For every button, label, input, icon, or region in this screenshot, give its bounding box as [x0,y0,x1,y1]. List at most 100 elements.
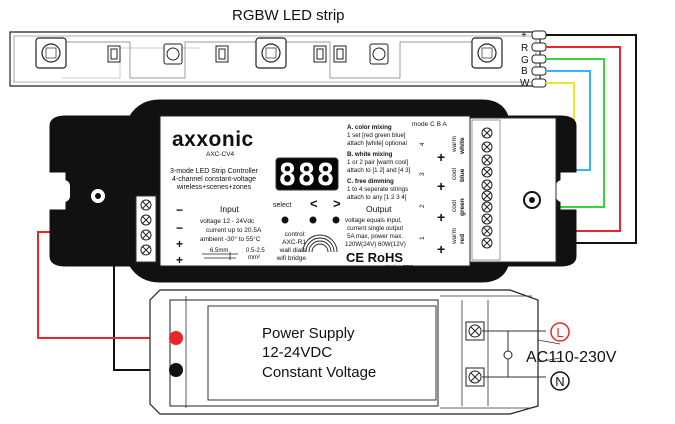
brand-logo: axxonic [172,128,254,151]
output-specs: voltage equals input, current single out… [345,217,406,248]
svg-text:−: − [176,203,183,217]
svg-text:green: green [459,198,466,216]
svg-text:current up to 20.5A: current up to 20.5A [206,227,262,234]
certification-marks: CE RoHS [346,250,403,265]
svg-text:red: red [459,234,466,244]
channel-labels: 4 warm white 3 cool blue 2 cool green 1 … [419,136,466,245]
svg-text:ambient -30° to 55°C: ambient -30° to 55°C [200,235,261,243]
strip-pin-labels: + R G B W [520,30,530,89]
svg-text:attach to any [1 2 3 4]: attach to any [1 2 3 4] [347,194,407,201]
select-label: select [273,202,291,209]
input-polarity: − − + + [176,203,183,267]
svg-text:cool: cool [451,200,458,212]
model-number: AXC-CV4 [206,151,235,158]
svg-text:4: 4 [419,142,426,146]
output-title: Output [366,204,392,214]
svg-text:warm: warm [451,228,458,245]
svg-text:B. white mixing: B. white mixing [347,151,393,158]
svg-text:3-mode LED Strip Controller: 3-mode LED Strip Controller [170,168,259,175]
svg-text:control:: control: [285,231,307,238]
neutral-label: N [555,374,564,389]
input-terminal-block [135,195,157,263]
neutral-badge: N [550,371,570,391]
svg-text:A. color mixing: A. color mixing [347,124,392,131]
svg-text:mm²: mm² [248,255,260,261]
svg-text:Constant Voltage: Constant Voltage [262,364,376,381]
svg-text:Power Supply: Power Supply [262,325,355,342]
svg-text:current single output: current single output [347,225,403,232]
svg-text:2: 2 [419,204,426,208]
left-button[interactable] [309,216,317,224]
svg-text:+: + [437,178,445,194]
controller-mount-holes [46,180,580,202]
svg-text:120W(24V) 60W(12V): 120W(24V) 60W(12V) [345,241,406,248]
controller-label-panel [89,115,541,267]
wire-size-info: 6.5mm 0.5-2.5 mm² [210,248,265,261]
svg-text:6.5mm: 6.5mm [210,248,228,254]
control-info: control: AXC-R1 wall dials wifi bridge [276,231,307,262]
ac-voltage-label: AC110-230V [526,349,617,366]
svg-text:+: + [437,241,445,257]
arrow-left-label: < [310,196,318,211]
svg-text:wifi bridge: wifi bridge [276,255,307,262]
svg-text:white: white [459,137,466,155]
arrow-right-label: > [333,196,341,211]
svg-text:4-channel constant-voltage: 4-channel constant-voltage [172,176,256,183]
strip-pin-g: G [521,55,529,66]
psu-minus-terminal [169,363,183,377]
strip-pin-plus: + [521,30,527,41]
svg-text:+: + [437,209,445,225]
svg-text:wireless+scenes+zones: wireless+scenes+zones [176,184,252,191]
svg-text:5A max, power max.: 5A max, power max. [347,233,403,240]
live-label: L [556,325,563,340]
psu-label: Power Supply 12-24VDC Constant Voltage [262,325,376,381]
mode-descriptions: A. color mixing 1 set [red green blue] a… [347,124,411,201]
svg-text:12-24VDC: 12-24VDC [262,344,332,361]
live-badge: L [550,322,570,342]
mode-header: mode C B A [412,121,447,128]
svg-text:+: + [176,237,183,251]
strip-pin-pads [531,30,547,88]
svg-text:wall dials: wall dials [279,247,307,254]
svg-text:C. free dimming: C. free dimming [347,178,394,185]
svg-text:1 or 2 pair [warm cool]: 1 or 2 pair [warm cool] [347,159,408,166]
psu-dc-terminals [169,331,183,377]
svg-text:1: 1 [419,236,426,240]
made-in-label: Made in PRC [386,264,414,269]
right-button[interactable] [332,216,340,224]
svg-text:attach to [1 2] and [4 3]: attach to [1 2] and [4 3] [347,167,411,174]
svg-text:+: + [437,149,445,165]
control-buttons[interactable] [281,216,340,224]
psu-plus-terminal [169,331,183,345]
led-chips [35,37,503,69]
svg-text:AXC-R1: AXC-R1 [282,239,306,246]
svg-text:+: + [176,253,183,267]
controller-description: 3-mode LED Strip Controller 4-channel co… [170,168,259,191]
svg-text:voltage 12 - 24Vdc: voltage 12 - 24Vdc [200,218,255,225]
seven-segment-display: 888 [275,157,339,193]
wire-size-icons [202,252,238,260]
svg-text:warm: warm [451,136,458,153]
svg-text:3: 3 [419,172,426,176]
svg-text:blue: blue [459,168,466,182]
svg-text:1 set [red green blue]: 1 set [red green blue] [347,132,406,139]
svg-text:1 to 4 seperate strings: 1 to 4 seperate strings [347,186,408,193]
strip-title: RGBW LED strip [232,7,345,24]
svg-text:attach [white] optional: attach [white] optional [347,140,407,147]
output-terminal-block [469,117,557,263]
strip-pin-w: W [520,78,530,89]
psu-ac-terminals [465,321,513,387]
strip-pin-b: B [521,66,528,77]
wifi-waves [302,234,338,253]
strip-resistors [107,43,389,65]
strip-pin-r: R [521,43,528,54]
svg-text:−: − [176,221,183,235]
ac-wires [482,330,546,378]
display-readout: 888 [278,158,335,193]
power-supply-housing [149,289,561,415]
select-button[interactable] [281,216,289,224]
input-title: Input [220,204,240,214]
svg-text:cool: cool [451,168,458,180]
svg-text:voltage equals input,: voltage equals input, [345,217,402,224]
